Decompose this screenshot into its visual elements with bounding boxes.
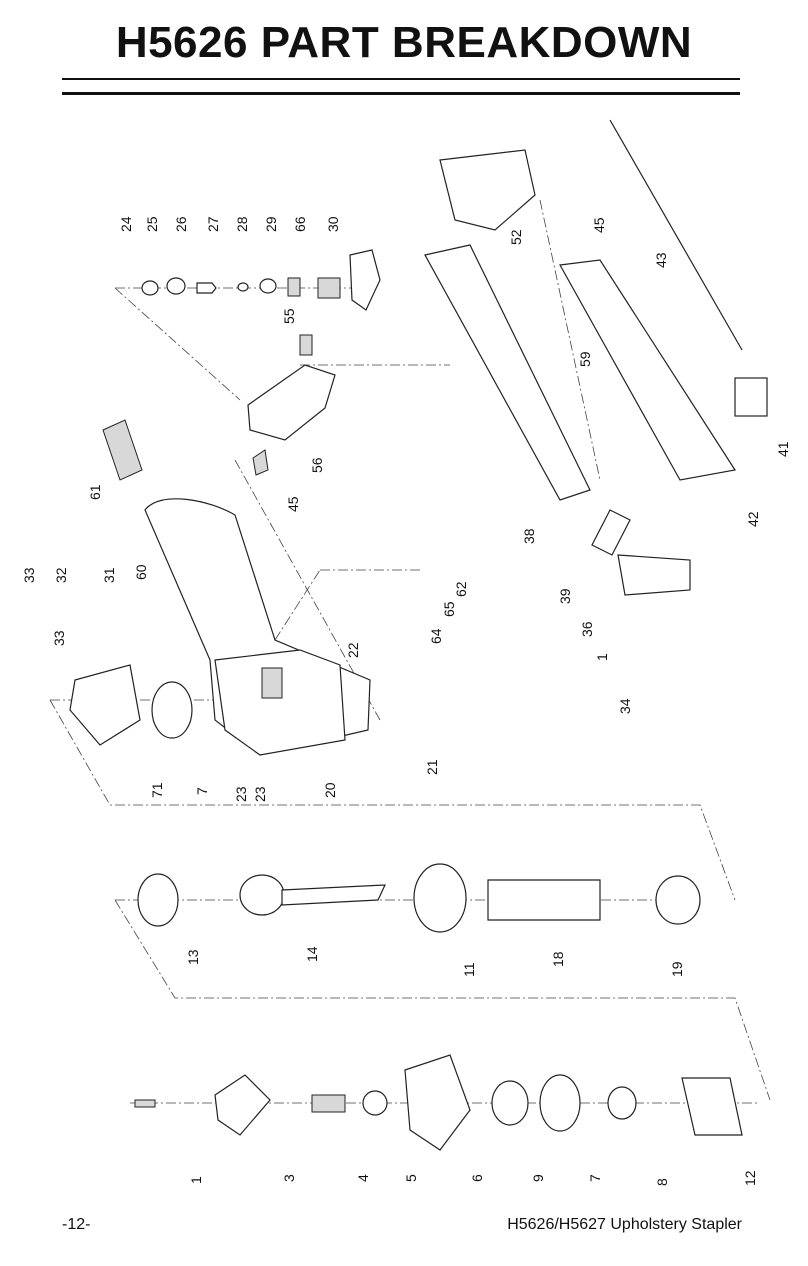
part-label: 43 (653, 252, 669, 268)
part-label: 22 (345, 642, 361, 658)
alignment-lines (49, 199, 771, 1104)
bracket-assembly (247, 334, 336, 476)
part-label: 59 (577, 351, 593, 367)
part-label: 62 (453, 581, 469, 597)
part-label: 42 (745, 511, 761, 527)
part-label: 7 (587, 1174, 603, 1182)
part-label: 56 (309, 457, 325, 473)
title-rule-top (62, 78, 740, 80)
part-label: 26 (173, 216, 189, 232)
part-label: 23 (252, 786, 268, 802)
end-plate (69, 664, 193, 746)
part-label: 1 (188, 1176, 204, 1184)
document-footer-title: H5626/H5627 Upholstery Stapler (507, 1216, 742, 1233)
part-label: 64 (428, 628, 444, 644)
part-label: 55 (281, 308, 297, 324)
part-label: 41 (775, 441, 791, 457)
part-label: 32 (53, 567, 69, 583)
part-label: 30 (325, 216, 341, 232)
part-label: 66 (292, 216, 308, 232)
part-label: 19 (669, 961, 685, 977)
part-label: 12 (742, 1170, 758, 1186)
page-number: -12- (62, 1216, 91, 1233)
page-title: H5626 PART BREAKDOWN (115, 18, 693, 67)
part-label: 38 (521, 528, 537, 544)
part-label: 31 (101, 567, 117, 583)
part-label: 52 (508, 229, 524, 245)
part-label: 20 (322, 782, 338, 798)
part-label: 45 (591, 217, 607, 233)
part-label: 8 (654, 1178, 670, 1186)
part-label: 21 (424, 759, 440, 775)
part-labels: 24 25 26 27 28 29 66 30 55 52 45 43 59 4… (21, 216, 791, 1186)
main-body (144, 498, 371, 756)
part-label: 6 (469, 1174, 485, 1182)
part-label: 33 (21, 567, 37, 583)
part-label: 24 (118, 216, 134, 232)
part-label: 45 (285, 496, 301, 512)
part-label: 71 (149, 782, 165, 798)
cylinder-row (137, 863, 701, 933)
part-label: 1 (594, 653, 610, 661)
part-label: 61 (87, 484, 103, 500)
part-label: 33 (51, 630, 67, 646)
part-label: 25 (144, 216, 160, 232)
air-fitting (102, 419, 143, 481)
part-label: 65 (441, 601, 457, 617)
part-label: 29 (263, 216, 279, 232)
part-label: 36 (579, 621, 595, 637)
part-label: 5 (403, 1174, 419, 1182)
part-label: 3 (281, 1174, 297, 1182)
part-label: 34 (617, 698, 633, 714)
part-label: 11 (461, 962, 477, 977)
part-label: 23 (233, 786, 249, 802)
part-label: 14 (304, 946, 320, 962)
part-label: 13 (185, 949, 201, 965)
part-label: 18 (550, 951, 566, 967)
part-label: 4 (355, 1174, 371, 1182)
small-parts-row (141, 249, 381, 311)
part-label: 28 (234, 216, 250, 232)
part-label: 60 (133, 564, 149, 580)
title-rule-bottom (62, 92, 740, 95)
cap-row (134, 1054, 743, 1151)
part-label: 7 (194, 787, 210, 795)
magazine-assembly (424, 119, 768, 596)
part-label: 27 (205, 216, 221, 232)
part-label: 9 (530, 1174, 546, 1182)
part-label: 39 (557, 588, 573, 604)
